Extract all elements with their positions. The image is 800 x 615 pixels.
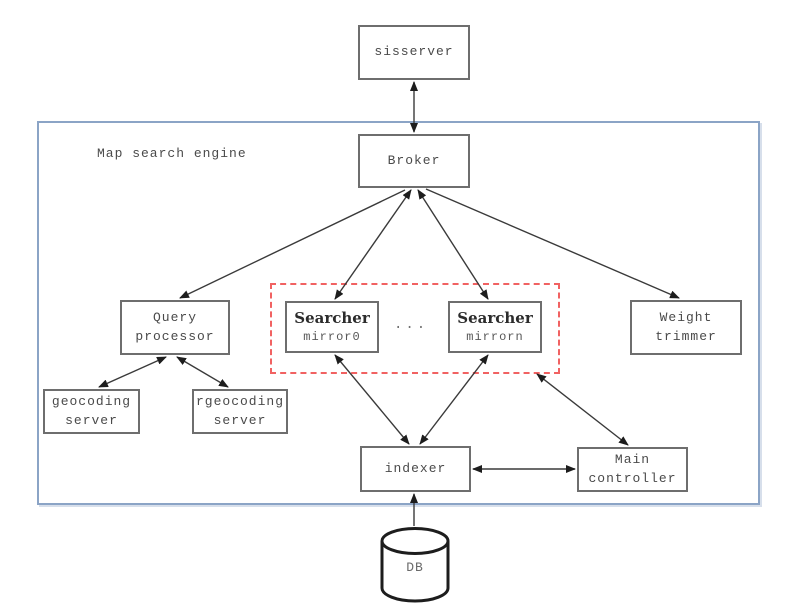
node-searcher-mirror0: Searcher mirror0 (285, 301, 379, 353)
node-indexer-label: indexer (384, 460, 447, 476)
node-sisserver: sisserver (358, 25, 470, 80)
node-broker: Broker (358, 134, 470, 188)
node-searcher-mirror0-title: Searcher (294, 309, 370, 328)
node-weight-trimmer: Weight trimmer (630, 300, 742, 355)
node-geocoding-server: geocoding server (43, 389, 140, 434)
node-sisserver-label: sisserver (374, 44, 454, 60)
node-indexer: indexer (360, 446, 471, 492)
node-query-processor-line1: Query (152, 310, 197, 326)
system-boundary-label: Map search engine (97, 146, 247, 161)
node-main-controller: Main controller (577, 447, 688, 492)
node-query-processor-line2: processor (135, 328, 215, 344)
node-geocoding-server-line1: geocoding (51, 394, 132, 410)
node-query-processor: Query processor (120, 300, 230, 355)
searcher-mirror-group-rect (270, 283, 560, 374)
node-main-controller-line1: Main (614, 452, 651, 468)
node-db-cylinder: DB (380, 527, 450, 603)
node-rgeocoding-server-line2: server (213, 412, 267, 428)
mirror-ellipsis: ... (394, 317, 429, 333)
node-searcher-mirrorn: Searcher mirrorn (448, 301, 542, 353)
node-main-controller-line2: controller (588, 470, 677, 486)
node-searcher-mirrorn-title: Searcher (457, 309, 533, 328)
system-boundary-rect (37, 121, 760, 505)
node-rgeocoding-server: rgeocoding server (192, 389, 288, 434)
node-searcher-mirrorn-subtitle: mirrorn (466, 330, 524, 345)
node-searcher-mirror0-subtitle: mirror0 (303, 330, 361, 345)
node-db-label: DB (406, 560, 424, 575)
node-geocoding-server-line2: server (65, 412, 118, 428)
db-cylinder-body (380, 541, 450, 603)
node-weight-trimmer-line2: trimmer (655, 328, 717, 344)
node-rgeocoding-server-line1: rgeocoding (195, 394, 284, 410)
node-weight-trimmer-line1: Weight (659, 310, 713, 326)
db-cylinder-top (380, 527, 450, 555)
node-broker-label: Broker (387, 152, 441, 168)
